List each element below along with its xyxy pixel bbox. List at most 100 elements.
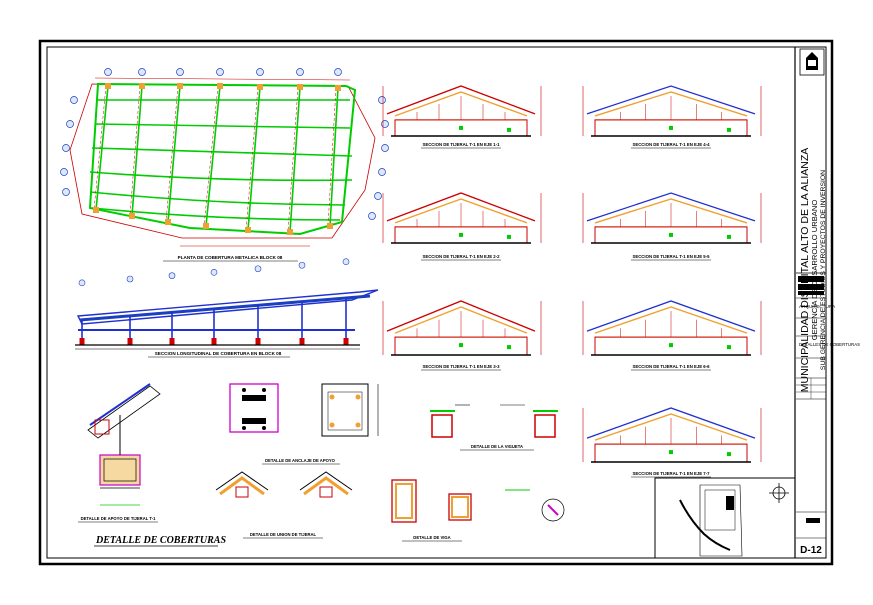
detail-support-title: DETALLE DE ANCLAJE DE APOYO [265, 458, 336, 463]
roof-truss-line [167, 85, 181, 223]
column-base [255, 338, 261, 345]
detail-section-title: DETALLE DE VIGA [413, 535, 450, 540]
column-marker [327, 223, 333, 229]
truss-top-chord [386, 192, 536, 222]
truss-chord [394, 198, 528, 224]
roof-plan: PLANTA DE COBERTURA METALICA BLOCK 08 [60, 68, 389, 262]
axis-bubble [66, 120, 74, 128]
truss-section: SECCION DE TIJERAL T-1 EN EJE 1-1 [382, 85, 542, 149]
column-marker [105, 83, 111, 89]
dimension-line [94, 77, 351, 81]
title-block: MUNICIPALIDAD DISTRITAL ALTO DE LA ALIAN… [794, 47, 860, 558]
column-marker [287, 229, 293, 235]
truss-section: SECCION DE TIJERAL T-1 EN EJE 4-4 [582, 85, 762, 149]
axis-bubble [104, 68, 112, 76]
axis-bubble [378, 168, 386, 176]
column-base [299, 338, 305, 345]
axis-bubble [70, 96, 78, 104]
column-marker [297, 84, 303, 90]
roof-purlin-line [95, 123, 351, 129]
truss-section-title: SECCION DE TIJERAL T-1 EN EJE 5-5 [632, 254, 710, 259]
truss-section-title: SECCION DE TIJERAL T-1 EN EJE 4-4 [632, 142, 710, 147]
axis-bubble [60, 168, 68, 176]
level-marker [459, 125, 463, 130]
axis-bubble [368, 212, 376, 220]
truss-top-chord [386, 300, 536, 332]
roof-purlin-line [89, 191, 346, 206]
sheet-content-label: DETALLES DE COBERTURAS [799, 342, 860, 347]
truss-section: SECCION DE TIJERAL T-1 EN EJE 6-6 [582, 300, 762, 371]
truss-chord [594, 306, 748, 334]
axis-bubble [78, 279, 86, 287]
level-marker [459, 232, 463, 237]
detail-truss-support: DETALLE DE APOYO DE TIJERAL T-1 [78, 383, 161, 523]
axis-bubble [62, 188, 70, 196]
level-marker [727, 345, 731, 350]
roof-truss-line [247, 86, 261, 231]
level-marker [727, 127, 731, 132]
truss-top-chord [586, 85, 756, 115]
column-base [79, 338, 85, 345]
detail-purlin: DETALLE DE LA VIGUETA [430, 404, 558, 451]
roof-axis-line [93, 85, 107, 211]
longitudinal-section: SECCION LONGITUDINAL DE COBERTURA EN BLO… [75, 258, 379, 358]
truss-section: SECCION DE TIJERAL T-1 EN EJE 3-3 [382, 300, 542, 371]
long-section-title: SECCION LONGITUDINAL DE COBERTURA EN BLO… [155, 351, 282, 356]
truss-section-title: SECCION DE TIJERAL T-1 EN EJE 3-3 [422, 364, 500, 369]
truss-top-chord [586, 300, 756, 332]
detail-support-anchor: DETALLE DE ANCLAJE DE APOYO [229, 383, 379, 465]
axis-bubble [381, 144, 389, 152]
axis-bubble [210, 268, 218, 276]
truss-top-chord [586, 407, 756, 439]
truss-section-title: SECCION DE TIJERAL T-1 EN EJE 1-1 [422, 142, 500, 147]
truss-chord [594, 198, 748, 224]
detail-ridge-union: DETALLE DE UNION DE TIJERAL [215, 471, 353, 539]
column-marker [139, 83, 145, 89]
roof-axis-line [129, 85, 141, 217]
axis-bubble [378, 96, 386, 104]
column-base [343, 338, 349, 345]
axis-bubble [138, 68, 146, 76]
sheet-outer-frame [38, 39, 834, 566]
level-marker [669, 343, 673, 348]
roof-axis-line [287, 86, 299, 233]
axis-bubble [298, 261, 306, 269]
roof-axis-line [245, 86, 259, 231]
entity-line-2: GERENCIA DE DESARROLLO URBANO [810, 200, 819, 341]
detail-purlin-title: DETALLE DE LA VIGUETA [471, 444, 523, 449]
column-base [169, 338, 175, 345]
level-marker [507, 345, 511, 350]
truss-chord [594, 91, 748, 117]
axis-bubble [374, 192, 382, 200]
key-plan [654, 477, 796, 559]
truss-chord [394, 91, 528, 117]
truss-section-title: SECCION DE TIJERAL T-1 EN EJE 6-6 [632, 364, 710, 369]
level-marker [459, 343, 463, 348]
truss-chord [594, 413, 748, 441]
axis-bubble [254, 265, 262, 273]
level-marker [727, 452, 731, 457]
sheet-number: D-12 [800, 545, 822, 556]
roof-axis-line [203, 85, 219, 227]
column-marker [93, 207, 99, 213]
truss-section-title: SECCION DE TIJERAL T-1 EN EJE 7-7 [632, 471, 710, 476]
column-marker [165, 219, 171, 225]
sheet-inner-frame [46, 46, 827, 559]
axis-bubble [62, 144, 70, 152]
truss-section-title: SECCION DE TIJERAL T-1 EN EJE 2-2 [422, 254, 500, 259]
axis-bubble [216, 68, 224, 76]
truss-section: SECCION DE TIJERAL T-1 EN EJE 5-5 [582, 192, 762, 261]
level-marker [507, 127, 511, 132]
plan-title: PLANTA DE COBERTURA METALICA BLOCK 08 [178, 255, 283, 260]
truss-section: SECCION DE TIJERAL T-1 EN EJE 2-2 [382, 192, 542, 261]
main-caption: DETALLE DE COBERTURAS [95, 535, 226, 546]
entity-line-1: MUNICIPALIDAD DISTRITAL ALTO DE LA ALIAN… [799, 148, 811, 392]
axis-bubble [176, 68, 184, 76]
roof-truss-line [289, 86, 301, 233]
roof-truss-line [131, 85, 143, 217]
axis-bubble [296, 68, 304, 76]
axis-bubble [381, 120, 389, 128]
column-marker [177, 83, 183, 89]
axis-bubble [126, 275, 134, 283]
